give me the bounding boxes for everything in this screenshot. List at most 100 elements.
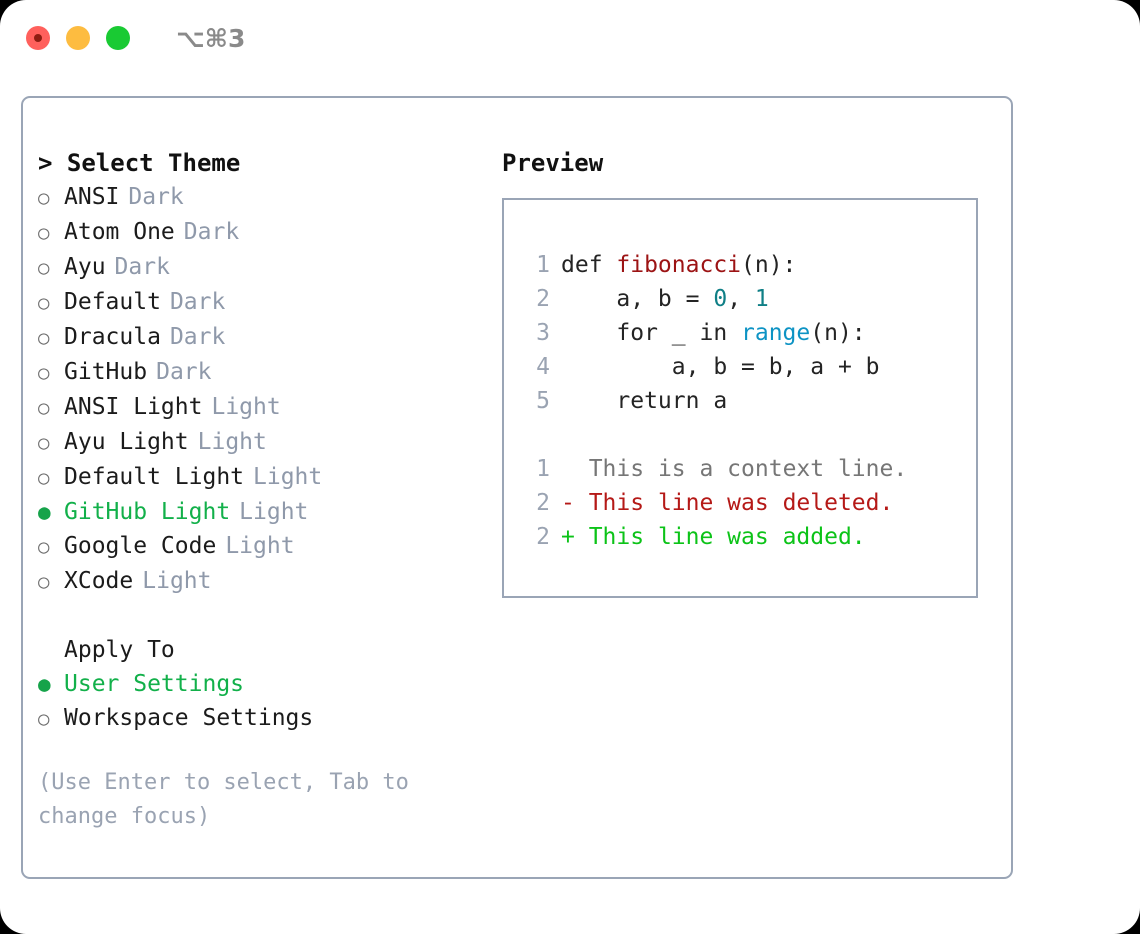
keyboard-hint: (Use Enter to select, Tab to change focu… xyxy=(38,770,409,829)
line-number: 1 xyxy=(536,456,550,482)
theme-variant-badge: Light xyxy=(239,499,309,525)
theme-variant-badge: Light xyxy=(253,464,323,490)
code-line-text: for _ in range(n): xyxy=(561,316,866,350)
line-number: 2 xyxy=(536,524,550,550)
line-number: 2 xyxy=(536,490,550,516)
diff-marker: - xyxy=(561,490,575,516)
theme-option-label: GitHub Light xyxy=(64,499,231,525)
code-token-plain: def xyxy=(561,252,617,278)
code-token-plain: (n): xyxy=(741,252,797,278)
theme-variant-badge: Dark xyxy=(114,254,170,280)
code-token-plain: a, b = xyxy=(561,286,714,312)
theme-option-atom-one[interactable]: ○ Atom One Dark xyxy=(38,215,488,250)
theme-option-label: Ayu Light xyxy=(64,429,189,455)
radio-unselected-icon: ○ xyxy=(38,432,50,454)
radio-unselected-icon: ○ xyxy=(38,362,50,384)
apply-to-option-label: Workspace Settings xyxy=(64,705,314,731)
theme-option-github[interactable]: ○ GitHub Dark xyxy=(38,355,488,390)
theme-variant-badge: Dark xyxy=(183,219,240,245)
zoom-button[interactable] xyxy=(106,26,130,50)
theme-variant-badge: Light xyxy=(197,429,267,455)
diff-marker: + xyxy=(561,524,575,550)
code-line: 1 def fibonacci(n): xyxy=(522,248,976,282)
theme-option-label: GitHub xyxy=(64,359,148,385)
radio-unselected-icon: ○ xyxy=(38,292,50,314)
code-line: 4 a, b = b, a + b xyxy=(522,350,976,384)
code-token-plain: return a xyxy=(561,388,728,414)
radio-selected-icon: ● xyxy=(38,500,51,524)
select-theme-heading: > Select Theme xyxy=(38,149,241,177)
diff-line-deleted: 2- This line was deleted. xyxy=(522,486,976,520)
section-spacer xyxy=(38,599,488,633)
theme-option-label: Dracula xyxy=(64,324,161,350)
theme-variant-badge: Light xyxy=(211,394,281,420)
radio-unselected-icon: ○ xyxy=(38,467,50,489)
line-number: 5 xyxy=(536,388,550,414)
code-line-text: a, b = 0, 1 xyxy=(561,282,769,316)
line-number: 2 xyxy=(536,286,550,312)
radio-selected-icon: ● xyxy=(38,672,51,696)
radio-unselected-icon: ○ xyxy=(38,327,50,349)
apply-to-list: ● User Settings ○Workspace Settings xyxy=(38,667,488,736)
diff-line-text: This line was deleted. xyxy=(574,490,894,516)
theme-option-ansi-light[interactable]: ○ ANSI Light Light xyxy=(38,390,488,425)
theme-option-xcode[interactable]: ○ XCode Light xyxy=(38,564,488,599)
minimize-button[interactable] xyxy=(66,26,90,50)
apply-to-heading: Apply To xyxy=(64,637,175,663)
theme-option-label: Ayu xyxy=(64,254,106,280)
line-number: 1 xyxy=(536,252,550,278)
radio-unselected-icon: ○ xyxy=(38,222,50,244)
theme-option-label: Default xyxy=(64,289,161,315)
window-title: ⌥⌘3 xyxy=(176,23,246,53)
theme-option-ayu-light[interactable]: ○ Ayu Light Light xyxy=(38,425,488,460)
theme-option-label: Google Code xyxy=(64,533,217,559)
radio-unselected-icon: ○ xyxy=(38,187,50,209)
code-diff-spacer xyxy=(522,418,976,452)
theme-option-github-light[interactable]: ● GitHub Light Light xyxy=(38,495,488,529)
theme-variant-badge: Dark xyxy=(156,359,212,385)
code-token-func: fibonacci xyxy=(616,252,742,278)
radio-unselected-icon: ○ xyxy=(38,536,50,558)
code-line-text: def fibonacci(n): xyxy=(561,248,796,282)
apply-to-option-label: User Settings xyxy=(64,671,245,697)
theme-option-label: XCode xyxy=(64,568,134,594)
code-line: 5 return a xyxy=(522,384,976,418)
theme-option-label: ANSI Light xyxy=(64,394,203,420)
window-titlebar: ⌥⌘3 xyxy=(0,0,1140,76)
theme-option-label: Atom One xyxy=(64,219,175,245)
code-token-num: 1 xyxy=(754,286,769,312)
radio-unselected-icon: ○ xyxy=(38,571,50,593)
theme-option-ansi[interactable]: ○ ANSI Dark xyxy=(38,180,488,215)
apply-to-option-workspace-settings[interactable]: ○Workspace Settings xyxy=(38,701,488,736)
close-button[interactable] xyxy=(26,26,50,50)
diff-line-added: 2+ This line was added. xyxy=(522,520,976,554)
code-line-text: return a xyxy=(561,384,727,418)
diff-line-text: This is a context line. xyxy=(574,456,908,482)
code-line: 2 a, b = 0, 1 xyxy=(522,282,976,316)
preview-heading: Preview xyxy=(502,149,604,177)
apply-to-option-user-settings[interactable]: ● User Settings xyxy=(38,667,488,701)
radio-unselected-icon: ○ xyxy=(38,397,50,419)
diff-marker xyxy=(561,452,575,486)
code-token-call: range xyxy=(741,320,811,346)
theme-variant-badge: Dark xyxy=(128,184,184,210)
theme-variant-badge: Light xyxy=(142,568,212,594)
line-number: 4 xyxy=(536,354,550,380)
theme-variant-badge: Dark xyxy=(169,324,226,350)
code-token-plain: (n): xyxy=(810,320,866,346)
diff-sample: 1 This is a context line. 2- This line wa… xyxy=(522,452,976,554)
theme-option-label: ANSI xyxy=(64,184,120,210)
theme-option-dracula[interactable]: ○ Dracula Dark xyxy=(38,320,488,355)
